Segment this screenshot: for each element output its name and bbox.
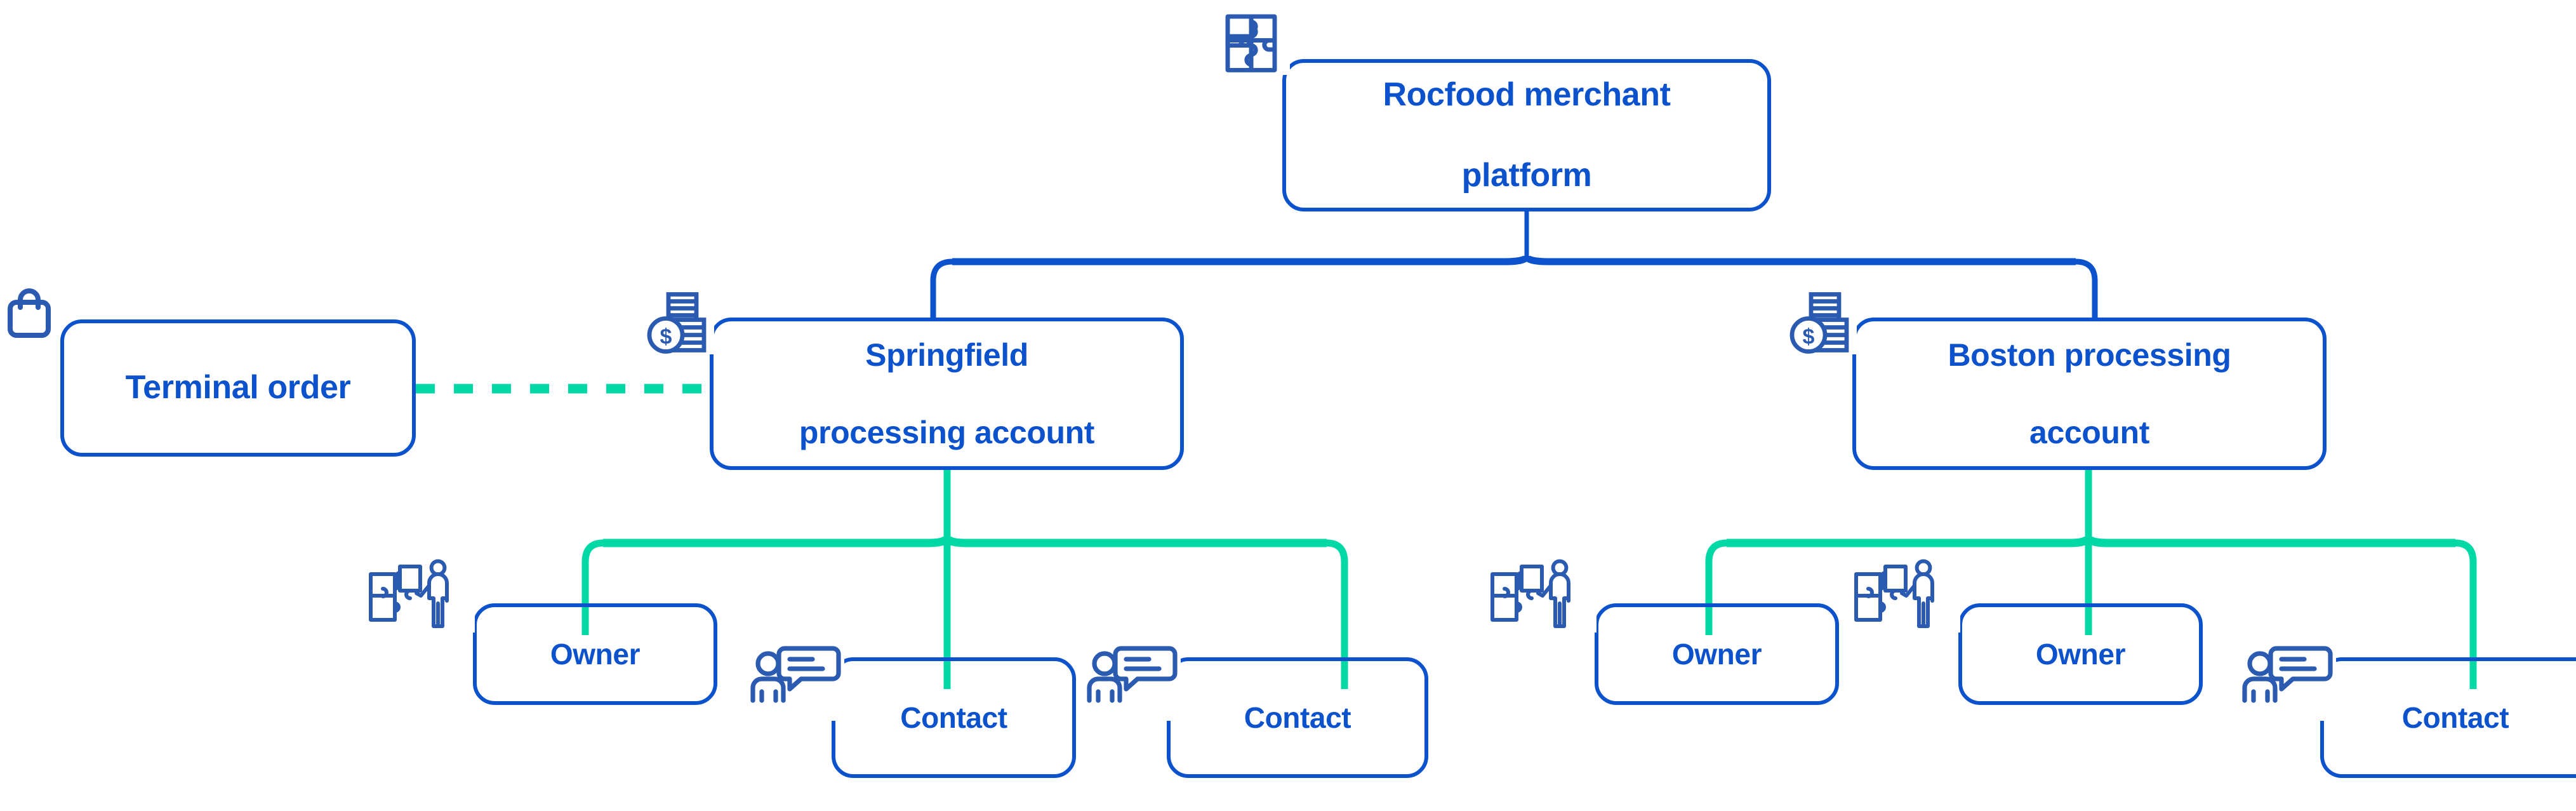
coins-dollar-icon: $ [644,288,714,354]
node-springfield-contact-2[interactable]: Contact [1167,657,1428,778]
node-terminal-order[interactable]: Terminal order [60,319,416,457]
person-speech-bubble-icon [2241,643,2336,721]
node-label: Owner [550,637,641,671]
node-boston-contact-1[interactable]: Contact [2320,657,2576,778]
person-speech-bubble-icon [749,643,844,721]
puzzle-person-icon [1852,558,1960,633]
node-label: Contact [2401,700,2509,734]
node-springfield-contact-1[interactable]: Contact [832,657,1076,778]
svg-text:$: $ [1803,325,1815,349]
puzzle-pieces-icon [1223,11,1290,75]
shopping-bag-icon [6,286,57,343]
edge-root-to-accounts [930,211,2098,318]
puzzle-person-icon [367,558,475,633]
node-label: Owner [1671,637,1762,671]
node-label: Contact [1244,700,1351,734]
person-speech-bubble-icon [1086,643,1181,721]
puzzle-person-icon [1489,558,1597,633]
edge-springfield-to-children [581,470,1348,689]
node-springfield-owner[interactable]: Owner [473,603,717,705]
node-label: Terminal order [125,369,351,406]
edge-boston-to-children [1705,470,2477,689]
svg-text:$: $ [660,325,672,349]
node-label: Contact [900,700,1007,734]
node-label: Owner [2035,637,2126,671]
coins-dollar-icon: $ [1787,288,1857,354]
node-boston-owner-1[interactable]: Owner [1595,603,1839,705]
node-boston-owner-2[interactable]: Owner [1958,603,2203,705]
